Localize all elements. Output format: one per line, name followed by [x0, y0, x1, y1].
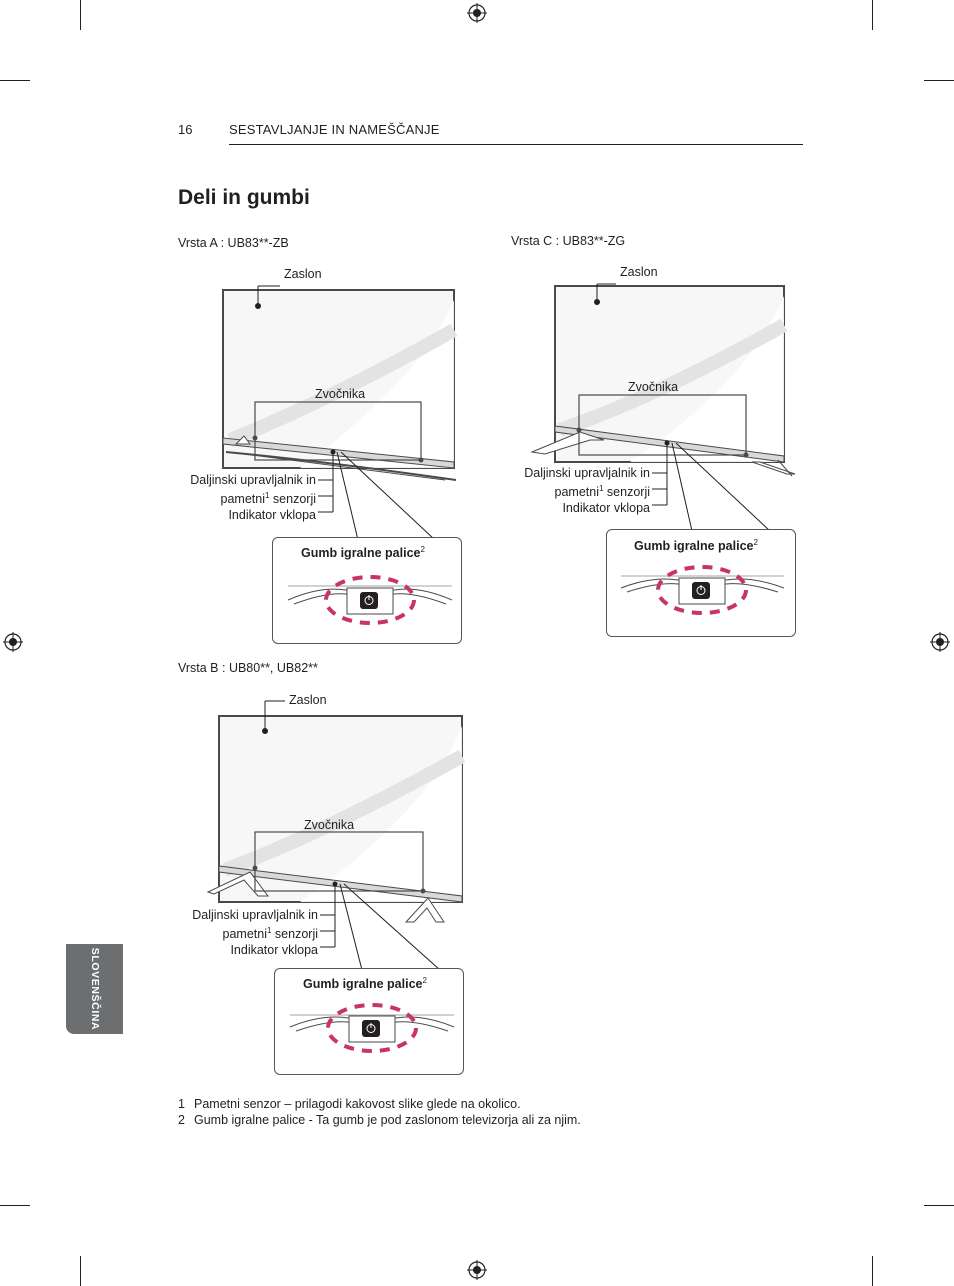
power-icon: [692, 582, 710, 599]
joystick-title-a: Gumb igralne palice2: [301, 545, 425, 561]
crop-mark: [924, 1205, 954, 1206]
remote-sensor-label-c: Daljinski upravljalnik in pametni1 senzo…: [524, 466, 650, 516]
language-tab: SLOVENŠČINA: [66, 944, 123, 1034]
page-title: Deli in gumbi: [178, 186, 310, 209]
screen-label-c: Zaslon: [620, 265, 658, 279]
registration-mark-icon: [3, 632, 23, 652]
crop-mark: [872, 0, 873, 30]
crop-mark: [872, 1256, 873, 1286]
speakers-label-a: Zvočnika: [315, 387, 366, 401]
registration-mark-icon: [467, 3, 487, 23]
speakers-label-c: Zvočnika: [628, 380, 679, 394]
header-divider: [229, 144, 803, 145]
power-icon: [360, 592, 378, 609]
variant-b-label: Vrsta B : UB80**, UB82**: [178, 661, 318, 675]
joystick-title-b: Gumb igralne palice2: [303, 976, 427, 992]
section-title: SESTAVLJANJE IN NAMEŠČANJE: [229, 122, 440, 137]
remote-sensor-label-a: Daljinski upravljalnik in pametni1 senzo…: [190, 473, 316, 523]
speakers-label-b: Zvočnika: [304, 818, 355, 832]
screen-label-b: Zaslon: [289, 693, 327, 707]
crop-mark: [924, 80, 954, 81]
screen-label-a: Zaslon: [284, 267, 322, 281]
crop-mark: [0, 80, 30, 81]
crop-mark: [80, 1256, 81, 1286]
power-icon: [362, 1020, 380, 1037]
registration-mark-icon: [467, 1260, 487, 1280]
remote-sensor-label-b: Daljinski upravljalnik in pametni1 senzo…: [192, 908, 318, 958]
variant-c-label: Vrsta C : UB83**-ZG: [511, 234, 626, 248]
joystick-title-c: Gumb igralne palice2: [634, 538, 758, 554]
crop-mark: [0, 1205, 30, 1206]
registration-mark-icon: [930, 632, 950, 652]
crop-mark: [80, 0, 81, 30]
variant-a-label: Vrsta A : UB83**-ZB: [178, 236, 289, 250]
page-number: 16: [178, 122, 193, 137]
language-tab-label: SLOVENŠČINA: [88, 947, 101, 1031]
